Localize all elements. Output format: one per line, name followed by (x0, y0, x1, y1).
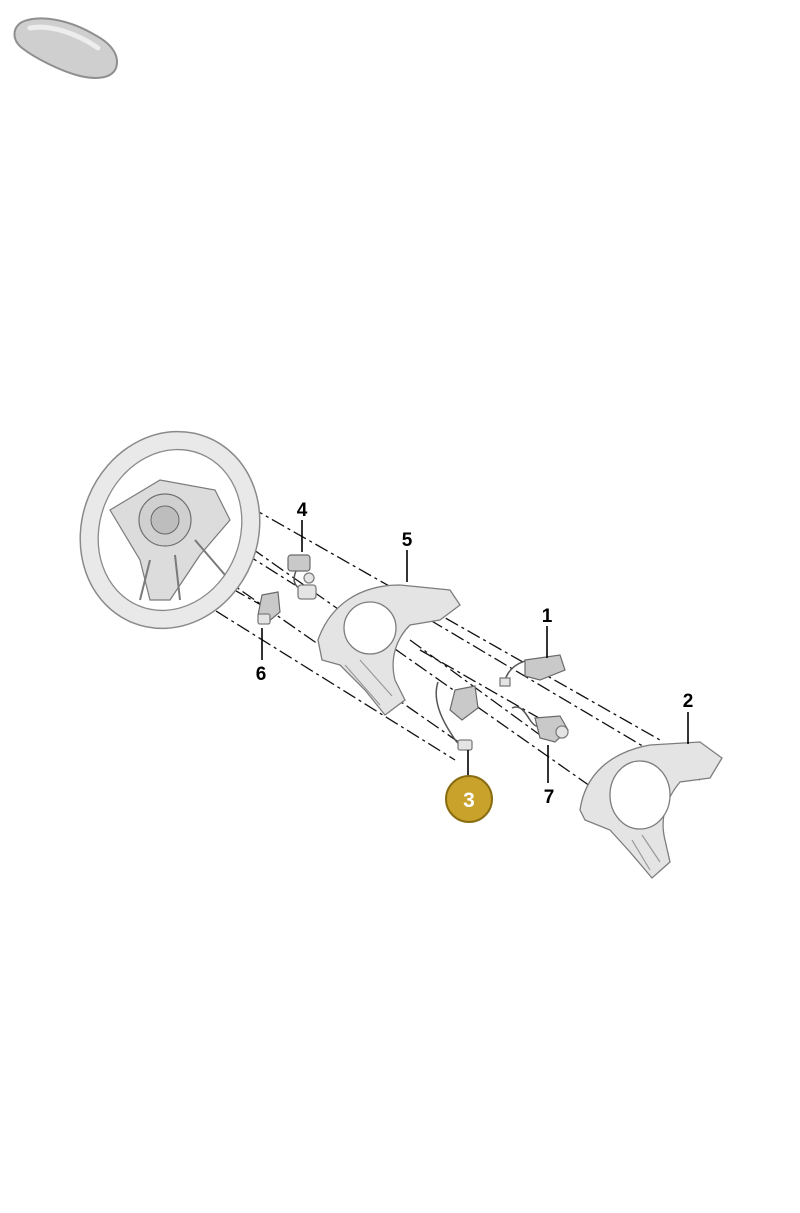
part-6-bracket (257, 591, 281, 625)
car-thumbnail-icon[interactable] (13, 17, 118, 79)
part-7-switch (511, 706, 569, 743)
assembly-line (109, 544, 456, 761)
callout-label-1[interactable]: 1 (542, 606, 553, 627)
part-3-switch-module (435, 681, 479, 751)
steering-wheel (79, 430, 261, 630)
part-5-wheel-cover (317, 584, 461, 716)
highlight-badge (445, 775, 493, 823)
callout-3-highlight[interactable]: 3 (445, 775, 493, 823)
assembly-line (139, 519, 471, 751)
part-4-wiring-harness (287, 554, 317, 600)
part-1-paddle-switch (499, 654, 566, 687)
callout-label-4[interactable]: 4 (297, 500, 308, 521)
assembly-line (144, 539, 271, 611)
assembly-line (184, 469, 661, 741)
callout-labels: 4 5 1 2 6 7 (256, 500, 694, 808)
callout-label-3[interactable]: 3 (463, 789, 475, 812)
callout-label-7[interactable]: 7 (544, 787, 555, 808)
callout-label-2[interactable]: 2 (683, 691, 694, 712)
callout-label-6[interactable]: 6 (256, 664, 267, 685)
callout-label-5[interactable]: 5 (402, 530, 413, 551)
callout-leaders (261, 520, 689, 783)
assembly-line (419, 649, 561, 731)
part-2-outer-trim (579, 741, 723, 879)
